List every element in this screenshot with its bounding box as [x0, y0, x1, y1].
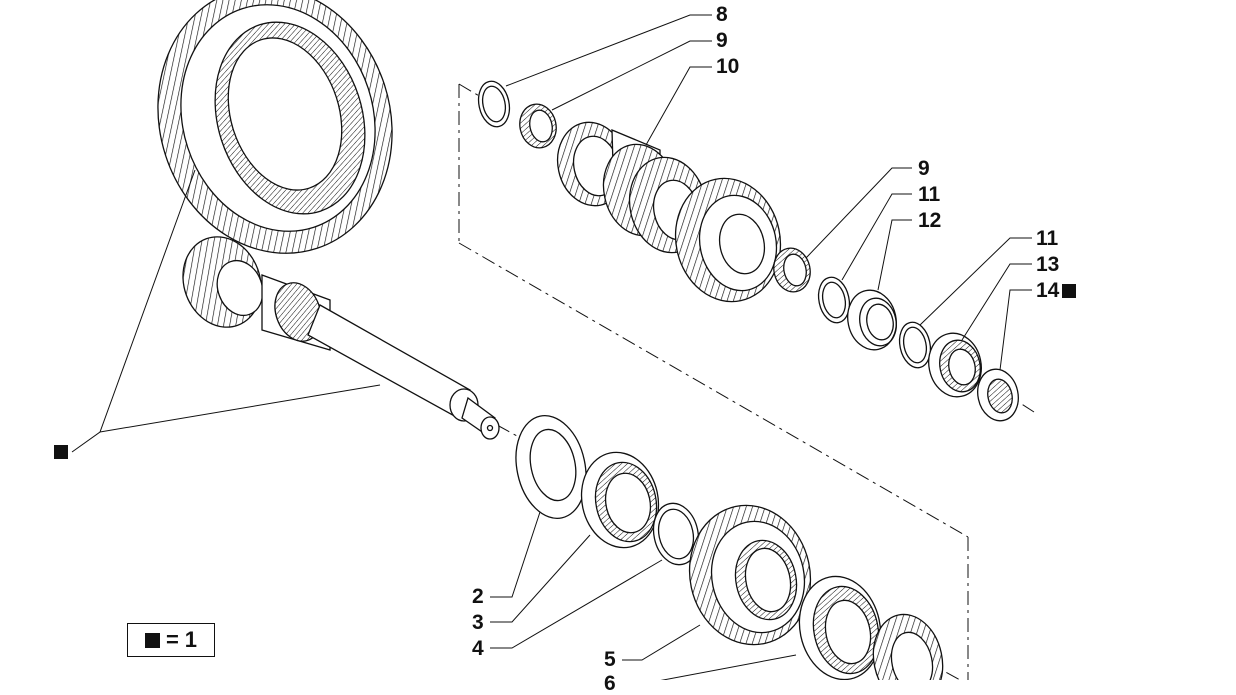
- leader-lines: [71, 14, 1032, 680]
- callout-9-lower: 9: [918, 157, 930, 180]
- callout-14: 14: [1036, 279, 1077, 302]
- needle-bearing-9a: [519, 103, 557, 149]
- callout-14-number: 14: [1036, 279, 1060, 302]
- callout-9-upper: 9: [716, 29, 728, 52]
- callout-11-upper: 11: [918, 183, 941, 206]
- parts-drawing: [71, 0, 1035, 680]
- callout-13: 13: [1036, 253, 1060, 276]
- marker-square-icon-left: [54, 445, 68, 459]
- ring-11a: [817, 276, 851, 324]
- pinion-shaft: [182, 236, 500, 440]
- callout-8: 8: [716, 3, 728, 26]
- cluster-gear-10: [556, 121, 782, 303]
- ring-gear: [157, 0, 393, 254]
- exploded-parts-diagram: 8 9 10 9 11 12 11 13 14 2 3 4 5 6 = 1: [54, 0, 1077, 694]
- bearing-3: [580, 451, 660, 549]
- marker-square-icon: [1062, 284, 1077, 298]
- callout-10: 10: [716, 55, 740, 78]
- ring-8: [477, 80, 511, 128]
- legend-square-icon: [144, 632, 160, 648]
- callout-5: 5: [604, 648, 616, 671]
- callout-12: 12: [918, 209, 942, 232]
- bearing-13: [928, 332, 982, 398]
- callout-11-lower: 11: [1036, 227, 1059, 250]
- legend-equals: =: [165, 627, 179, 652]
- sleeve-6: [798, 575, 944, 680]
- needle-bearing-9b: [773, 247, 811, 293]
- ring-4: [652, 502, 700, 566]
- ring-11b: [898, 321, 932, 369]
- legend-box: = 1: [127, 623, 215, 657]
- callout-3: 3: [472, 611, 484, 634]
- callout-4: 4: [472, 637, 484, 660]
- gear-5: [688, 504, 812, 646]
- washer-2: [515, 414, 587, 520]
- legend-value: 1: [184, 627, 198, 652]
- collar-12: [847, 289, 897, 351]
- nut-14: [977, 368, 1019, 422]
- callout-2: 2: [472, 585, 484, 608]
- callout-6: 6: [604, 672, 616, 695]
